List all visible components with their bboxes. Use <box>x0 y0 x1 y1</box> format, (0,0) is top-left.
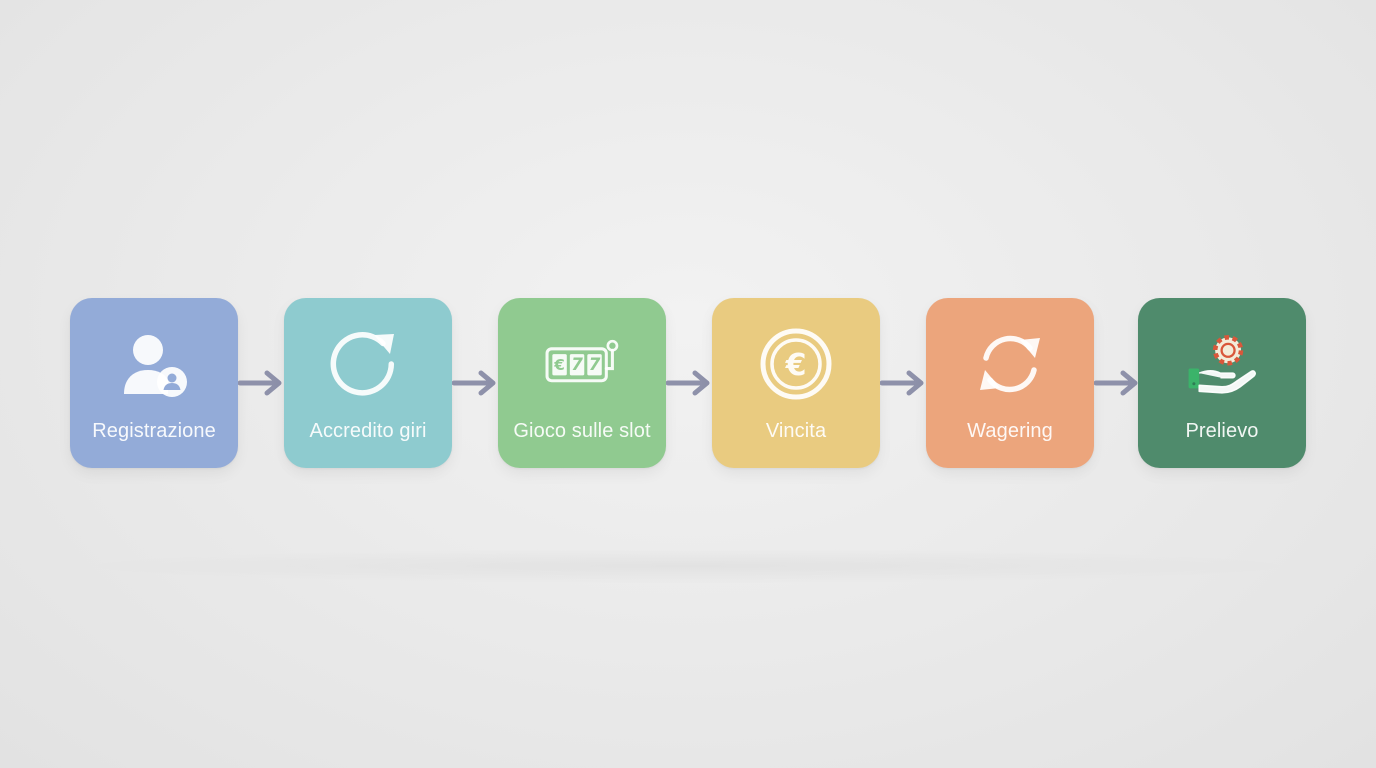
step-accredito-giri[interactable]: Accredito giri <box>284 298 452 468</box>
step-label: Registrazione <box>92 420 216 442</box>
step-prelievo[interactable]: Prelievo <box>1138 298 1306 468</box>
refresh-icon <box>330 326 406 402</box>
slot-machine-icon: € 7 7 <box>544 326 620 402</box>
arrow-icon <box>238 368 284 398</box>
svg-text:€: € <box>785 348 807 383</box>
arrow-icon <box>666 368 712 398</box>
step-label: Gioco sulle slot <box>513 420 651 442</box>
svg-text:7: 7 <box>589 354 601 374</box>
svg-text:7: 7 <box>571 354 583 374</box>
floor-shadow <box>60 548 1316 584</box>
process-flow: Registrazione Accredito giri € 7 7 <box>70 298 1306 470</box>
arrow-icon <box>880 368 926 398</box>
step-label: Prelievo <box>1185 420 1259 442</box>
euro-coin-icon: € <box>758 326 834 402</box>
arrow-icon <box>1094 368 1140 398</box>
cycle-arrows-icon <box>972 326 1048 402</box>
arrow-icon <box>452 368 498 398</box>
svg-text:€: € <box>553 356 565 374</box>
user-icon <box>116 326 192 402</box>
step-registrazione[interactable]: Registrazione <box>70 298 238 468</box>
hand-chip-icon <box>1184 326 1260 402</box>
step-label: Wagering <box>967 420 1053 442</box>
step-wagering[interactable]: Wagering <box>926 298 1094 468</box>
step-label: Accredito giri <box>309 420 427 442</box>
step-gioco-sulle-slot[interactable]: € 7 7 Gioco sulle slot <box>498 298 666 468</box>
step-vincita[interactable]: € Vincita <box>712 298 880 468</box>
step-label: Vincita <box>765 420 827 442</box>
